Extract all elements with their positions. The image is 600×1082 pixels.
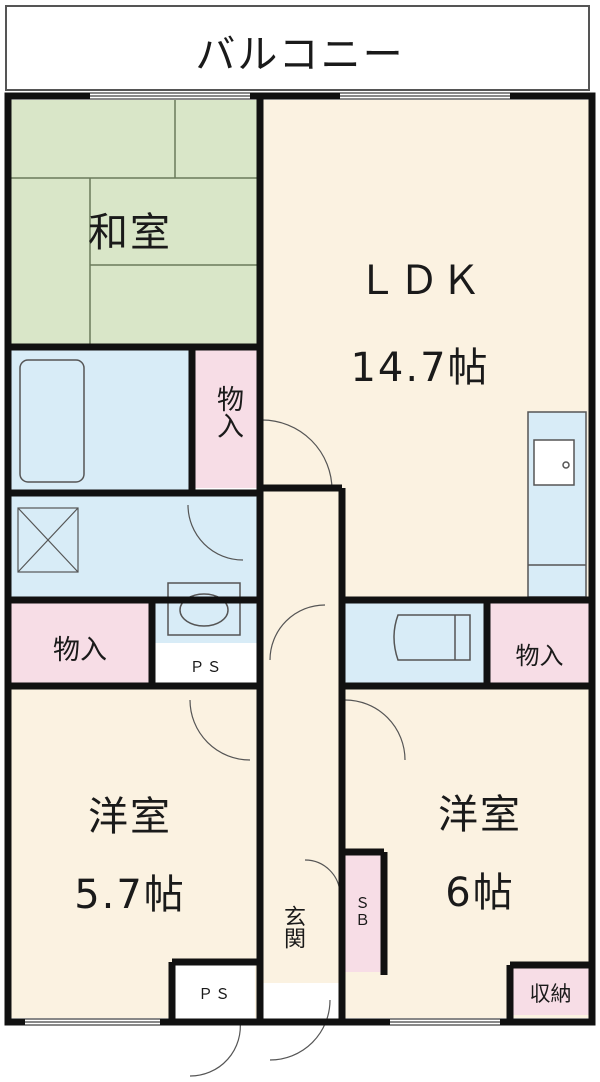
closet-left-label: 物入 bbox=[53, 635, 107, 666]
kitchen-counter bbox=[527, 411, 587, 598]
youshitsu-left-size-label: 5.7帖 bbox=[74, 872, 186, 918]
washing-machine-pan bbox=[17, 507, 79, 573]
sb-closet bbox=[342, 852, 382, 972]
washitsu-label: 和室 bbox=[88, 210, 172, 256]
closet-bath-label: 物入 bbox=[212, 385, 243, 439]
youshitsu-right-size-label: 6帖 bbox=[445, 870, 515, 916]
storage-label: 収納 bbox=[529, 982, 572, 1006]
ps-upper-label: ＰＳ bbox=[189, 658, 224, 676]
closet-right-label: 物入 bbox=[515, 642, 564, 670]
ldk-label: ＬＤＫ bbox=[357, 258, 483, 304]
door-swings bbox=[187, 419, 406, 1077]
washstand-area bbox=[155, 603, 258, 643]
closet-right bbox=[490, 603, 589, 683]
walls bbox=[4, 92, 596, 1026]
youshitsu-right-label: 洋室 bbox=[438, 792, 522, 838]
genkan-label: 玄関 bbox=[280, 905, 305, 949]
balcony-area bbox=[5, 5, 590, 91]
ldk-size-label: 14.7帖 bbox=[350, 345, 490, 391]
ps-lower-label: ＰＳ bbox=[197, 985, 232, 1003]
youshitsu-left-label: 洋室 bbox=[88, 794, 172, 840]
balcony-label: バルコニー bbox=[195, 32, 405, 78]
washbasin bbox=[167, 582, 241, 636]
hallway bbox=[262, 488, 340, 983]
ps-lower bbox=[175, 963, 255, 1018]
tatami-lines bbox=[10, 100, 258, 345]
closet-bath bbox=[195, 350, 258, 488]
toilet bbox=[393, 614, 471, 661]
washitsu-room bbox=[10, 100, 258, 345]
ps-upper bbox=[155, 648, 258, 683]
bathtub bbox=[19, 359, 85, 483]
washroom bbox=[10, 495, 258, 598]
storage-closet bbox=[512, 965, 589, 1015]
closet-left bbox=[10, 603, 150, 683]
toilet-room bbox=[345, 603, 485, 683]
windows bbox=[25, 93, 510, 1025]
sb-label: ＳＢ bbox=[353, 895, 371, 929]
